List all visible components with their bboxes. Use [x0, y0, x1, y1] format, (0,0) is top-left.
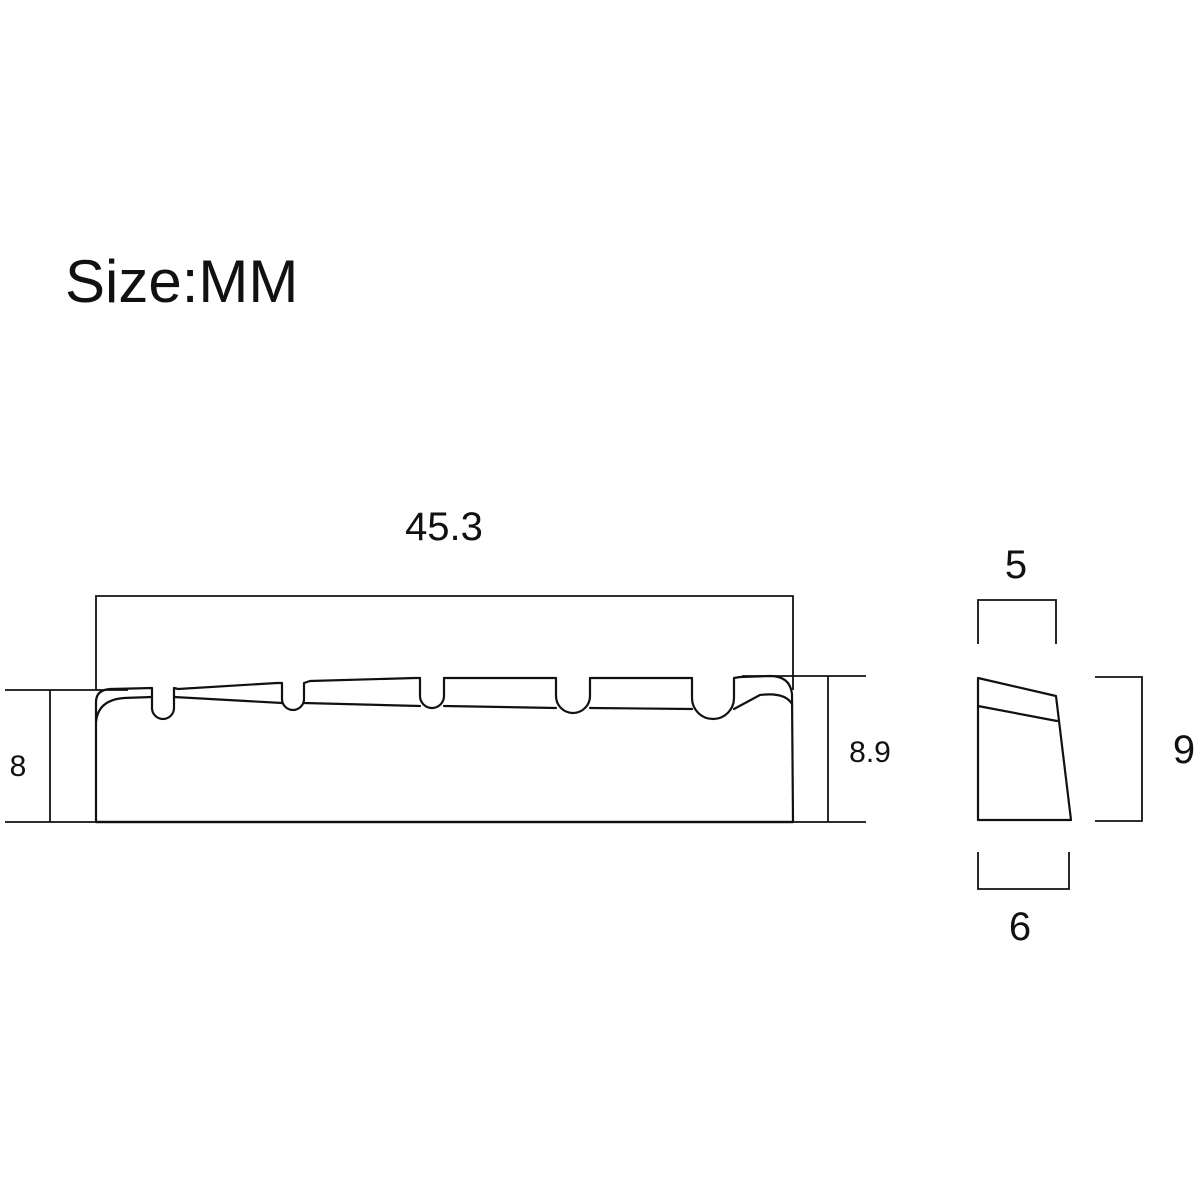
side-height-label: 9: [1173, 728, 1195, 772]
side-profile-outline: [976, 676, 1073, 822]
top-width-label: 5: [1005, 543, 1027, 587]
nut-body-outline: [94, 674, 795, 824]
bottom-width-label: 6: [1009, 905, 1031, 949]
side-view: 5 6 9: [976, 543, 1195, 949]
bottom-width-dimension-line: [977, 852, 1070, 890]
right-height-label: 8.9: [849, 736, 891, 769]
top-width-dimension-line: [977, 599, 1057, 644]
nut-top-bevel-line: [94, 693, 794, 724]
length-label: 45.3: [405, 505, 483, 549]
length-dimension-line: [95, 595, 794, 690]
side-profile-bevel-line: [976, 704, 1059, 723]
left-height-label: 8: [10, 750, 27, 783]
side-height-dimension-line: [1095, 676, 1143, 822]
size-unit-title: Size:MM: [65, 248, 298, 315]
front-view: 45.3 8 8.9: [5, 505, 891, 824]
